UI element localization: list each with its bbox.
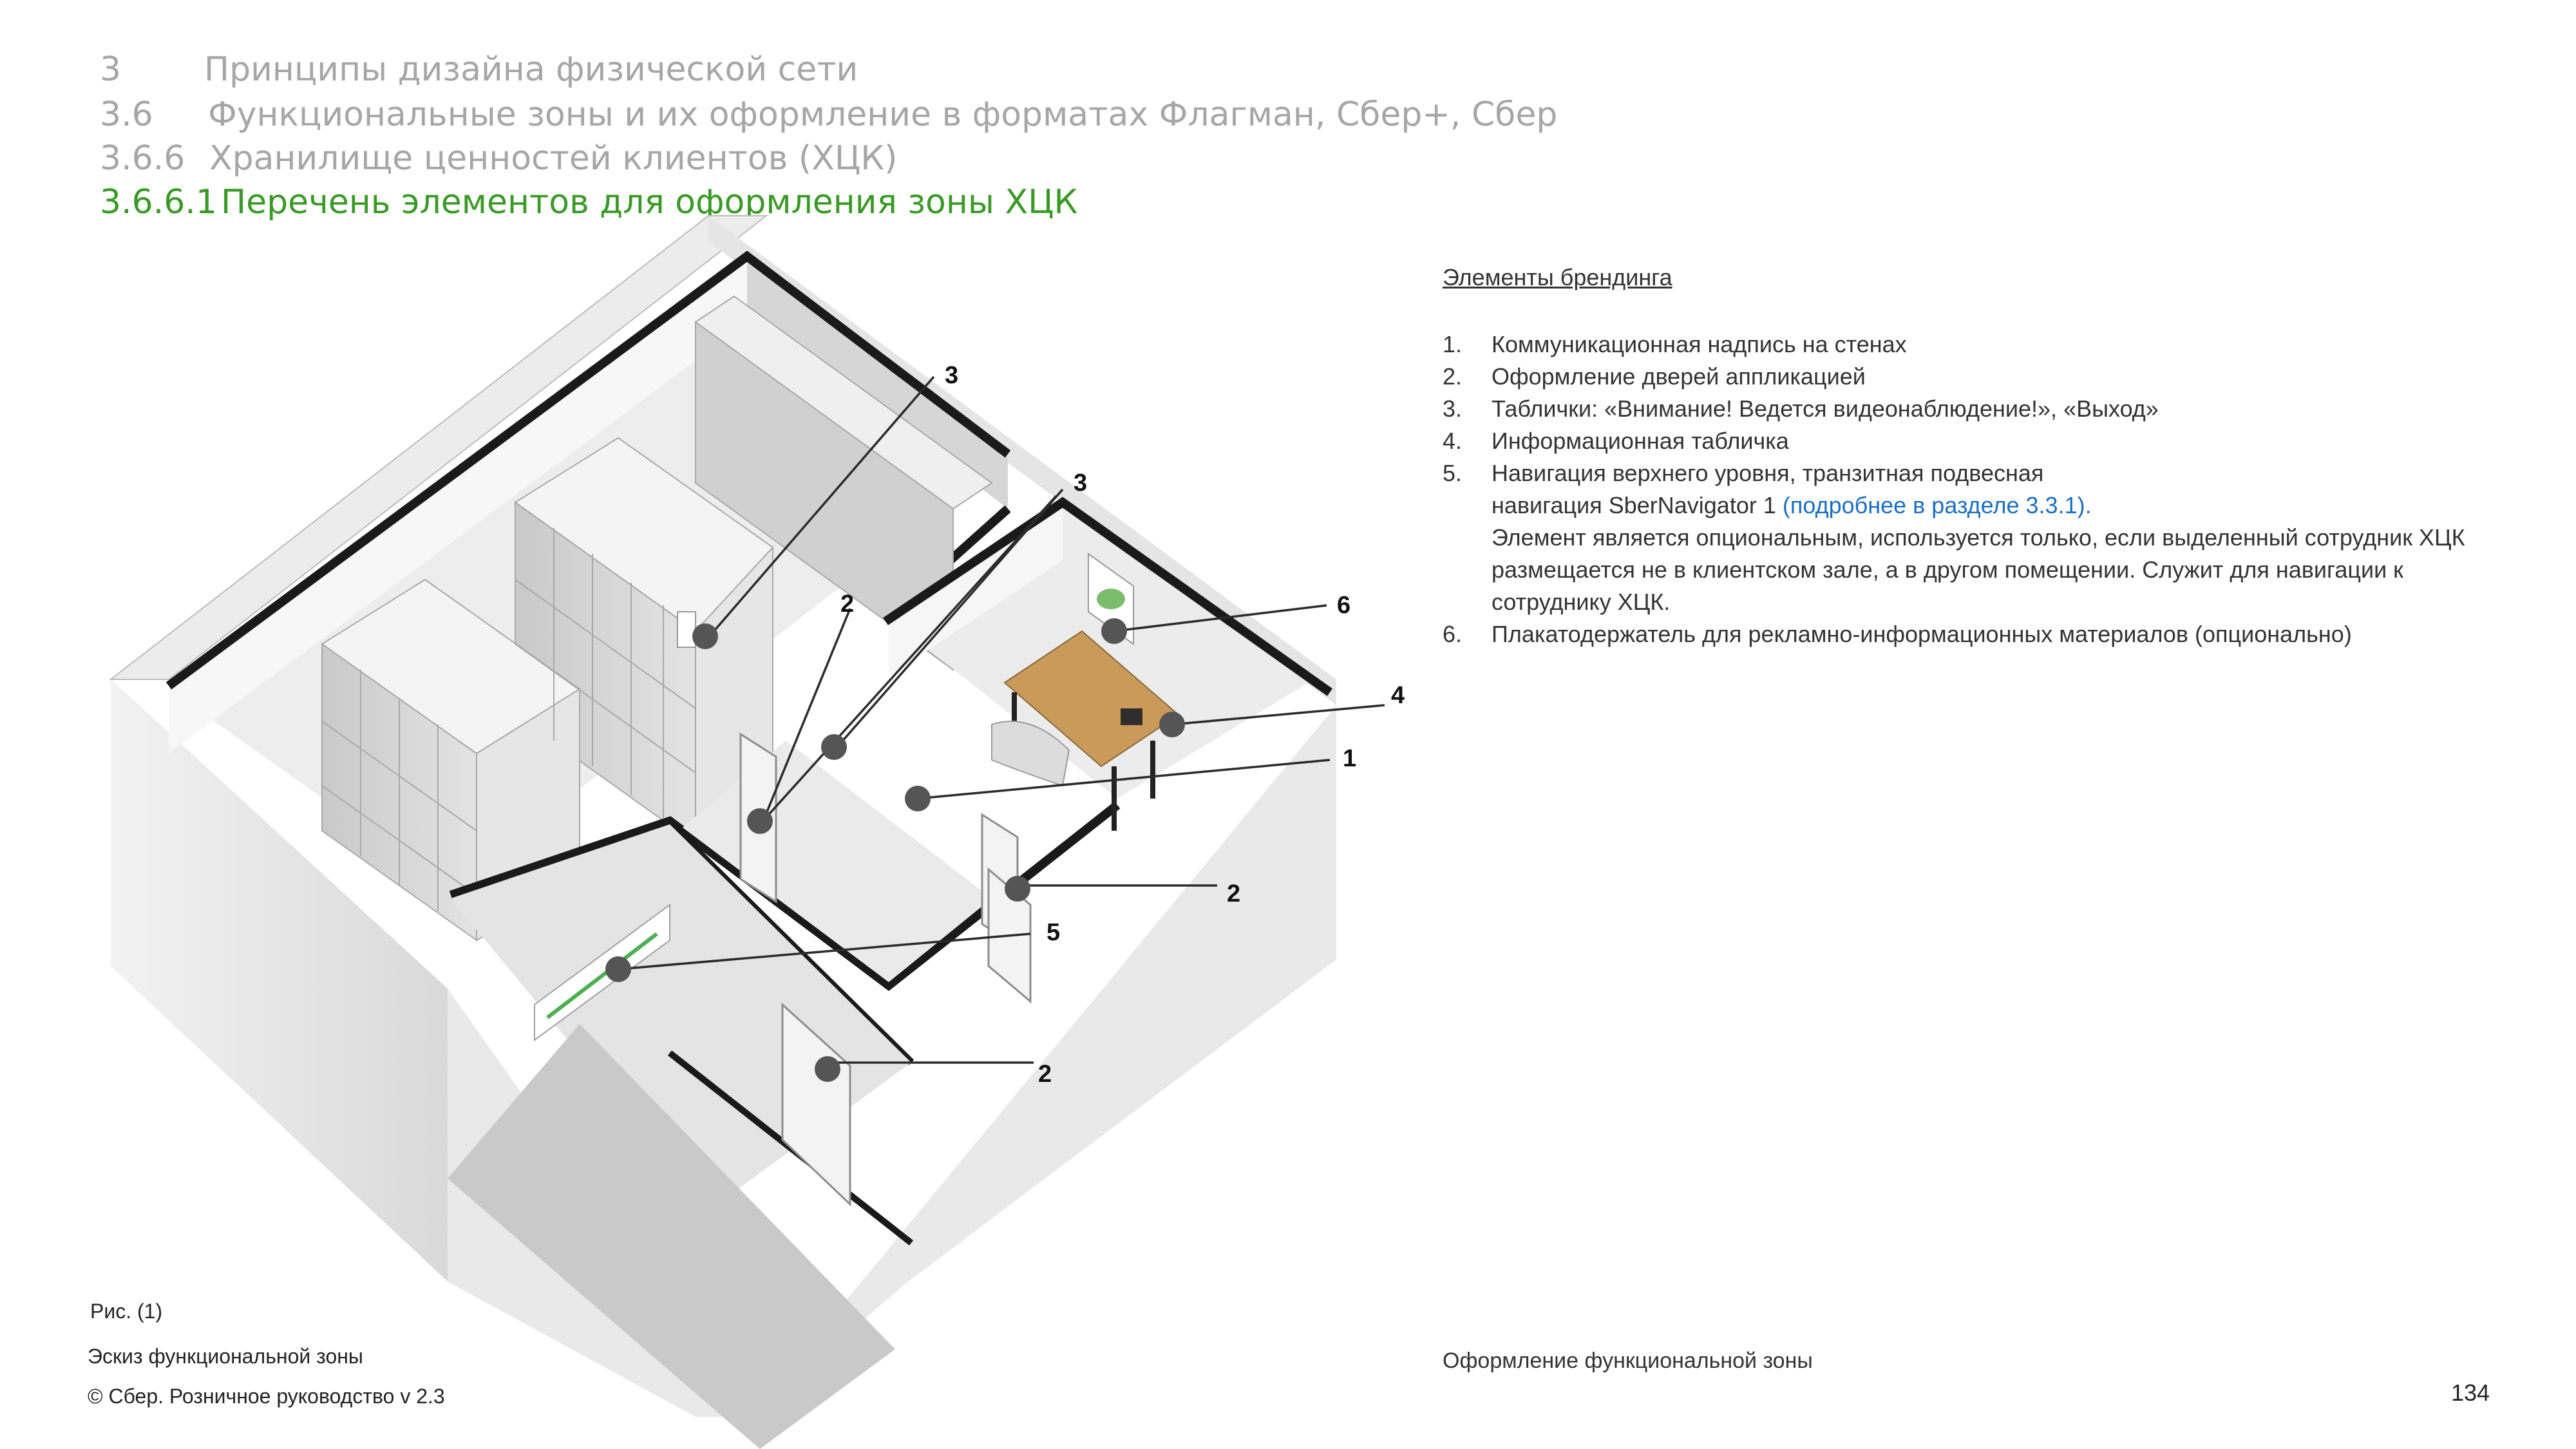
item-text: Коммуникационная надпись на стенах bbox=[1492, 331, 1907, 357]
callout-label: 3 bbox=[945, 362, 958, 389]
item-number: 1. bbox=[1443, 331, 1463, 357]
section-number: 3.6.6 bbox=[100, 139, 185, 178]
item-text: размещается не в клиентском зале, а в др… bbox=[1492, 556, 2403, 583]
callout-label: 2 bbox=[840, 591, 854, 618]
list-item: 2. Оформление дверей аппликацией bbox=[1443, 361, 2537, 393]
entrance-floor bbox=[448, 1024, 895, 1449]
callout-label: 4 bbox=[1391, 682, 1405, 709]
item-text: Таблички: «Внимание! Ведется видеонаблюд… bbox=[1492, 395, 2159, 422]
item-text: Оформление дверей аппликацией bbox=[1492, 363, 1866, 390]
figure-caption: Эскиз функциональной зоны bbox=[88, 1345, 363, 1368]
breadcrumb-level-3: 3.6.6 Хранилище ценностей клиентов (ХЦК) bbox=[100, 142, 897, 175]
room-illustration: 3 3 2 6 4 1 2 5 2 bbox=[109, 215, 1405, 1449]
item-number: 3. bbox=[1443, 395, 1463, 422]
list-item: 6. Плакатодержатель для рекламно-информац… bbox=[1443, 618, 2537, 650]
info-sign-3 bbox=[677, 611, 696, 648]
branding-title: Элементы брендинга bbox=[1443, 264, 1672, 290]
breadcrumb-level-1: 3 Принципы дизайна физической сети bbox=[100, 53, 858, 86]
breadcrumb-level-2: 3.6 Функциональные зоны и их оформление в… bbox=[100, 98, 1557, 131]
page-number: 134 bbox=[2451, 1379, 2490, 1406]
section-number: 3 bbox=[100, 50, 122, 89]
list-item: 5. Навигация верхнего уровня, транзитная… bbox=[1443, 457, 2537, 618]
desk-phone bbox=[1121, 708, 1142, 725]
section-link[interactable]: (подробнее в разделе 3.3.1). bbox=[1782, 492, 2092, 518]
section-title: Функциональные зоны и их оформление в фо… bbox=[208, 95, 1558, 134]
item-text: Элемент является опциональным, используе… bbox=[1492, 524, 2465, 551]
outer-wall-top-left bbox=[109, 215, 768, 680]
outer-wall-left bbox=[111, 679, 448, 1282]
zone-caption: Оформление функциональной зоны bbox=[1443, 1349, 1813, 1373]
figure-label: Рис. (1) bbox=[90, 1300, 163, 1323]
callout-label: 1 bbox=[1343, 745, 1356, 772]
callout-numbers: 3 3 2 6 4 1 2 5 2 bbox=[840, 362, 1405, 1088]
list-item: 3. Таблички: «Внимание! Ведется видеонабл… bbox=[1443, 393, 2537, 425]
callout-leaders bbox=[618, 375, 1385, 1064]
nav-sign bbox=[534, 904, 670, 1041]
list-item: 1. Коммуникационная надпись на стенах bbox=[1443, 328, 2537, 361]
callout-dots bbox=[605, 618, 1185, 1082]
item-text: Информационная табличка bbox=[1492, 428, 1789, 454]
item-number: 5. bbox=[1443, 460, 1463, 486]
section-number: 3.6 bbox=[100, 95, 153, 134]
item-number: 2. bbox=[1443, 363, 1463, 390]
vault-wall-edge bbox=[166, 251, 1011, 690]
callout-label: 3 bbox=[1074, 469, 1087, 497]
item-number: 6. bbox=[1443, 621, 1463, 647]
vault-right-wall bbox=[747, 258, 1008, 509]
section-number: 3.6.6.1 bbox=[100, 183, 217, 222]
callout-label: 2 bbox=[1038, 1061, 1052, 1088]
callout-label: 6 bbox=[1337, 592, 1350, 619]
item-text: навигация SberNavigator 1 bbox=[1492, 492, 1783, 518]
callout-label: 5 bbox=[1046, 919, 1060, 946]
item-text: Плакатодержатель для рекламно-информацио… bbox=[1492, 621, 2352, 647]
office-chair bbox=[991, 721, 1070, 787]
section-title: Принципы дизайна физической сети bbox=[204, 50, 858, 89]
outer-wall-right bbox=[448, 705, 1336, 1417]
section-title: Перечень элементов для оформления зоны Х… bbox=[221, 183, 1078, 222]
section-title: Хранилище ценностей клиентов (ХЦК) bbox=[209, 139, 898, 178]
item-number: 4. bbox=[1443, 428, 1463, 454]
callout-label: 2 bbox=[1227, 880, 1240, 907]
item-text-line: навигация SberNavigator 1 (подробнее в р… bbox=[1492, 489, 2537, 522]
item-text: Навигация верхнего уровня, транзитная по… bbox=[1492, 460, 2044, 486]
copyright: © Сбер. Розничное руководство v 2.3 bbox=[88, 1385, 445, 1408]
item-text: сотруднику ХЦК. bbox=[1492, 589, 1671, 615]
branding-list: 1. Коммуникационная надпись на стенах 2. О… bbox=[1443, 328, 2537, 650]
list-item: 4. Информационная табличка bbox=[1443, 425, 2537, 457]
office-wall-edge bbox=[883, 497, 1333, 696]
nav-sign-accent bbox=[546, 932, 658, 1019]
vault-back-wall bbox=[169, 258, 747, 753]
